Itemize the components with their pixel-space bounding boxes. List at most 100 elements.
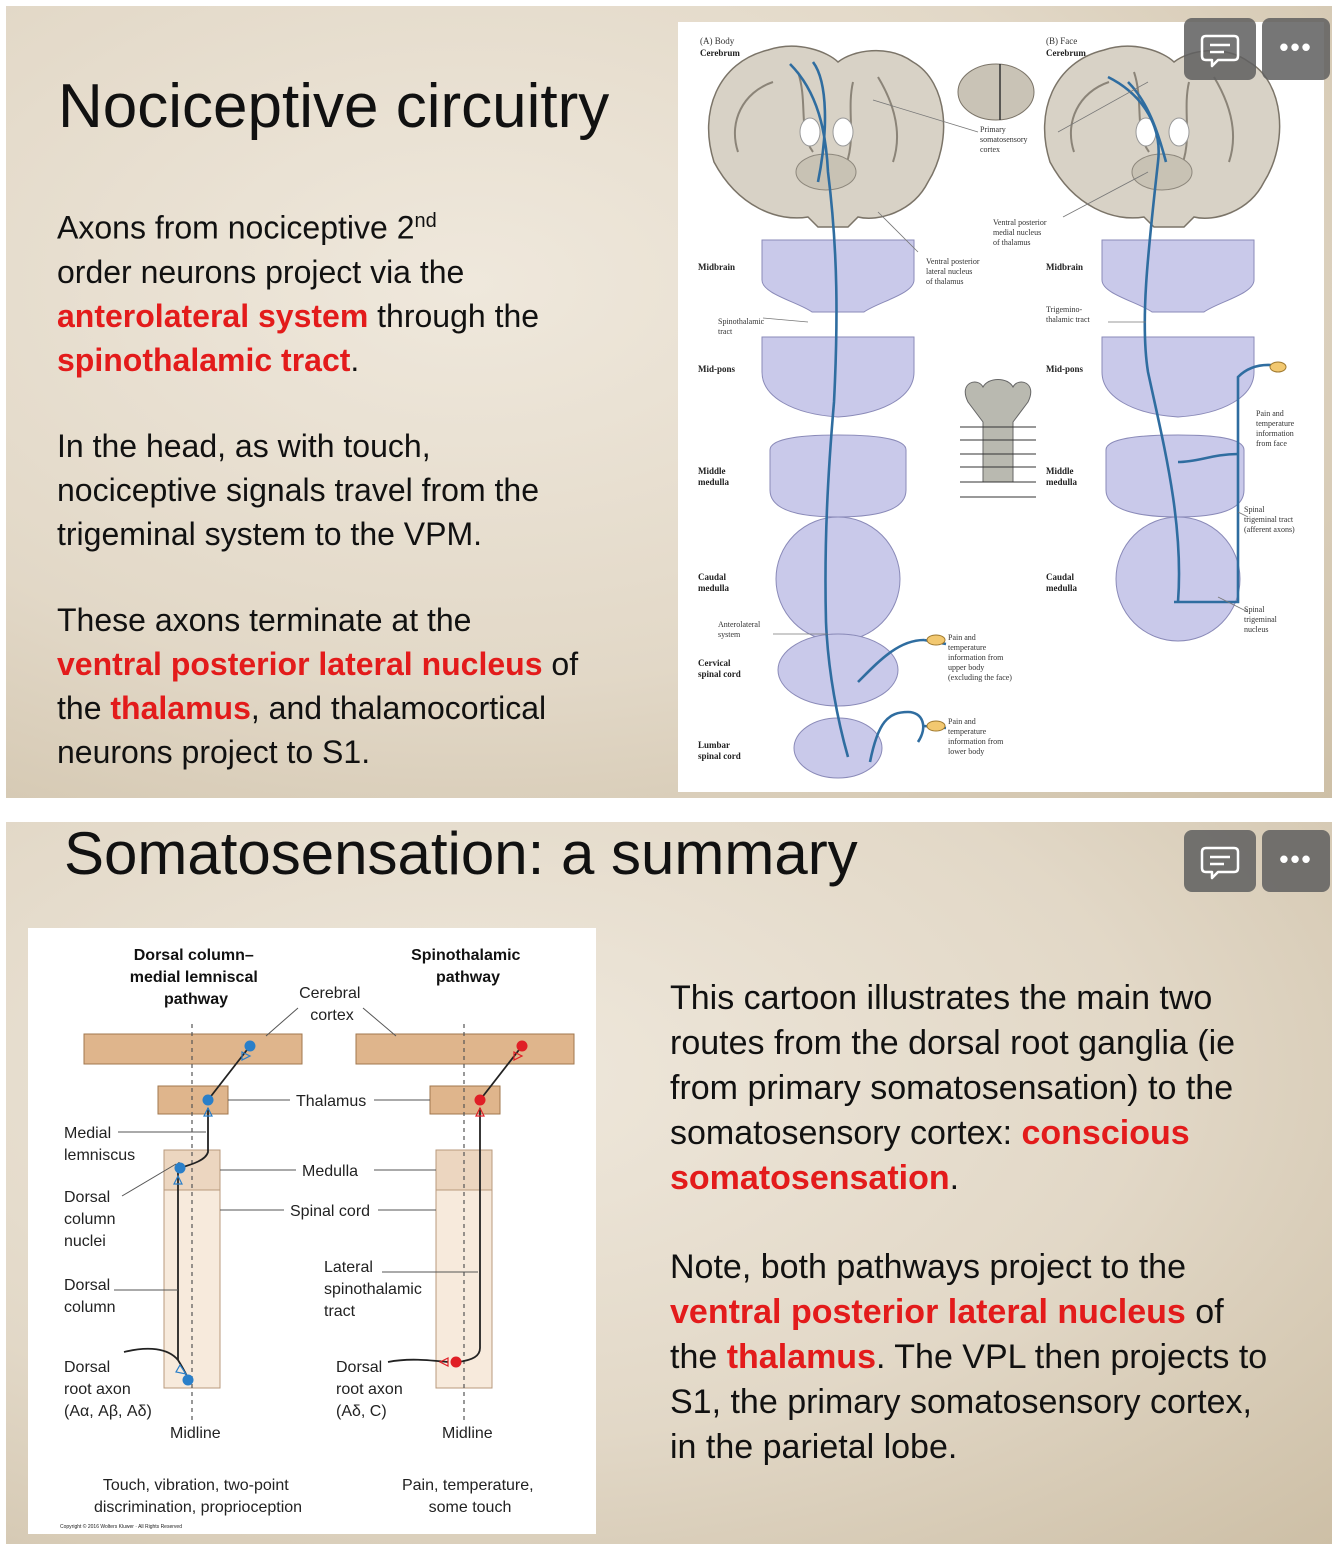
vpl-label: Ventral posterior lateral nucleus of tha… — [926, 257, 982, 286]
copyright-notice: Copyright © 2016 Wolters Kluwer · All Ri… — [60, 1523, 182, 1530]
spinal-cord-label: Spinal cord — [290, 1203, 370, 1220]
trigeminothalamic-label: Trigemino- thalamic tract — [1046, 305, 1091, 324]
slide-nociceptive-circuitry: Nociceptive circuitry Axons from nocicep… — [6, 6, 1332, 798]
text-run: routes from the dorsal root ganglia (ie — [670, 1024, 1236, 1062]
caudal-medulla-label-b: Caudal medulla — [1046, 572, 1078, 593]
dorsal-neurons — [173, 1040, 256, 1386]
comment-button[interactable] — [1184, 830, 1256, 892]
comment-bubble-icon — [1200, 34, 1240, 68]
text-run: order neurons project via the — [57, 253, 465, 290]
nociceptive-pathway-figure: (A) Body Cerebrum (B) Face Cerebrum Midb… — [678, 22, 1324, 792]
text-run: . — [350, 341, 360, 378]
text-run: . — [949, 1159, 960, 1197]
middle-medulla-label-b: Middle medulla — [1046, 466, 1078, 487]
dorsal-column-label: Dorsal column — [64, 1277, 116, 1316]
spinal-trigeminal-nucleus-label: Spinal trigeminal nucleus — [1244, 605, 1279, 634]
comment-button[interactable] — [1184, 18, 1256, 80]
pathway-illustration: (A) Body Cerebrum (B) Face Cerebrum Midb… — [698, 36, 1296, 779]
highlight-term: ventral posterior lateral nucleus — [670, 1293, 1186, 1331]
left-caption: Touch, vibration, two-point discriminati… — [94, 1477, 302, 1516]
text-run: from primary somatosensation) to the — [670, 1069, 1234, 1107]
mid-pons-label-a: Mid-pons — [698, 364, 736, 374]
slide-title: Somatosensation: a summary — [64, 822, 858, 887]
text-run: Axons from nociceptive 2 — [57, 209, 415, 246]
text-run: of — [1185, 1293, 1224, 1331]
paragraph-2: In the head, as with touch, nociceptive … — [57, 424, 578, 556]
pathway-diagram: Dorsal column– medial lemniscal pathway … — [60, 947, 575, 1530]
text-run: neurons project to S1. — [57, 733, 371, 770]
text-run: In the head, as with touch, — [57, 427, 431, 464]
dorsal-root-right-label: Dorsal root axon (Aδ, C) — [336, 1359, 407, 1420]
diagram-leader-lines — [114, 1007, 478, 1291]
text-run: Note, both pathways project to the — [670, 1248, 1186, 1286]
cerebrum-label-a: Cerebrum — [700, 48, 740, 58]
highlight-term: somatosensation — [670, 1159, 950, 1197]
midbrain-label-b: Midbrain — [1046, 262, 1083, 272]
spinal-trigeminal-tract-label: Spinal trigeminal tract (afferent axons) — [1244, 505, 1295, 534]
small-brain-icon — [957, 63, 1035, 121]
right-caption: Pain, temperature, some touch — [402, 1477, 538, 1516]
lower-body-label: Pain and temperature information from lo… — [948, 717, 1005, 756]
cerebral-cortex-label: Cerebral cortex — [299, 985, 365, 1024]
dorsal-pathway-title: Dorsal column– medial lemniscal pathway — [130, 947, 263, 1008]
midline-label-right: Midline — [442, 1425, 493, 1442]
anterolateral-label: Anterolateral system — [718, 620, 762, 639]
cortex-thalamus-boxes — [83, 1033, 575, 1115]
label-leader-lines — [762, 81, 1249, 635]
text-run: This cartoon illustrates the main two — [670, 979, 1213, 1017]
spinothalamic-axons — [387, 1045, 523, 1363]
midline-label-left: Midline — [170, 1425, 221, 1442]
spinothalamic-pathway-title: Spinothalamic pathway — [411, 947, 525, 986]
slide-body-text: Axons from nociceptive 2nd order neurons… — [57, 199, 578, 774]
panel-b-label: (B) Face — [1046, 36, 1077, 46]
comment-bubble-icon — [1200, 846, 1240, 880]
highlight-term: conscious — [1021, 1114, 1190, 1152]
text-run: These axons terminate at the — [57, 601, 472, 638]
text-run: trigeminal system to the VPM. — [57, 515, 483, 552]
body-section-stack — [761, 239, 915, 779]
text-run: the — [670, 1338, 727, 1376]
text-run: S1, the primary somatosensory cortex, — [670, 1383, 1253, 1421]
paragraph-1: Axons from nociceptive 2nd order neurons… — [57, 199, 578, 382]
brain-section-body — [707, 45, 945, 228]
text-run: somatosensory cortex: — [670, 1114, 1022, 1152]
dorsal-root-left-label: Dorsal root axon (Aα, Aβ, Aδ) — [64, 1359, 152, 1420]
thalamus-label: Thalamus — [296, 1093, 366, 1110]
more-horizontal-icon: ••• — [1279, 32, 1313, 62]
more-options-button[interactable]: ••• — [1262, 830, 1330, 892]
text-run: of — [542, 645, 579, 682]
cervical-cord-label: Cervical spinal cord — [698, 658, 741, 679]
text-run: through the — [368, 297, 540, 334]
cerebrum-label-b: Cerebrum — [1046, 48, 1086, 58]
middle-medulla-label-a: Middle medulla — [698, 466, 730, 487]
highlight-term: anterolateral system — [57, 297, 369, 334]
paragraph-2: Note, both pathways project to the ventr… — [670, 1245, 1267, 1470]
paragraph-1: This cartoon illustrates the main two ro… — [670, 976, 1267, 1201]
sensory-ganglion-markers — [926, 361, 1287, 732]
spinothalamic-neurons — [438, 1040, 528, 1368]
text-run: , and thalamocortical — [250, 689, 547, 726]
brainstem-icon — [960, 379, 1036, 498]
slide-title: Nociceptive circuitry — [58, 72, 610, 141]
slide-body-text: This cartoon illustrates the main two ro… — [670, 976, 1267, 1470]
text-run: in the parietal lobe. — [670, 1428, 958, 1466]
highlight-term: spinothalamic tract — [57, 341, 351, 378]
lateral-spinothalamic-label: Lateral spinothalamic tract — [324, 1259, 426, 1320]
highlight-term: ventral posterior lateral nucleus — [57, 645, 543, 682]
spinothalamic-label: Spinothalamic tract — [718, 317, 766, 336]
face-info-label: Pain and temperature information from fa… — [1256, 409, 1296, 448]
highlight-term: thalamus — [726, 1338, 876, 1376]
highlight-term: thalamus — [110, 689, 251, 726]
more-horizontal-icon: ••• — [1279, 844, 1313, 874]
caudal-medulla-label-a: Caudal medulla — [698, 572, 730, 593]
medial-lemniscus-label: Medial lemniscus — [64, 1125, 135, 1164]
text-run: the — [57, 689, 111, 726]
midline-dashes — [191, 1024, 465, 1422]
dorsal-column-nuclei-label: Dorsal column nuclei — [64, 1189, 120, 1250]
superscript: nd — [414, 210, 437, 232]
more-options-button[interactable]: ••• — [1262, 18, 1330, 80]
mid-pons-label-b: Mid-pons — [1046, 364, 1084, 374]
midbrain-label-a: Midbrain — [698, 262, 735, 272]
slide-somatosensation-summary: Somatosensation: a summary — [6, 822, 1332, 1544]
pathway-summary-diagram: Dorsal column– medial lemniscal pathway … — [28, 928, 596, 1534]
